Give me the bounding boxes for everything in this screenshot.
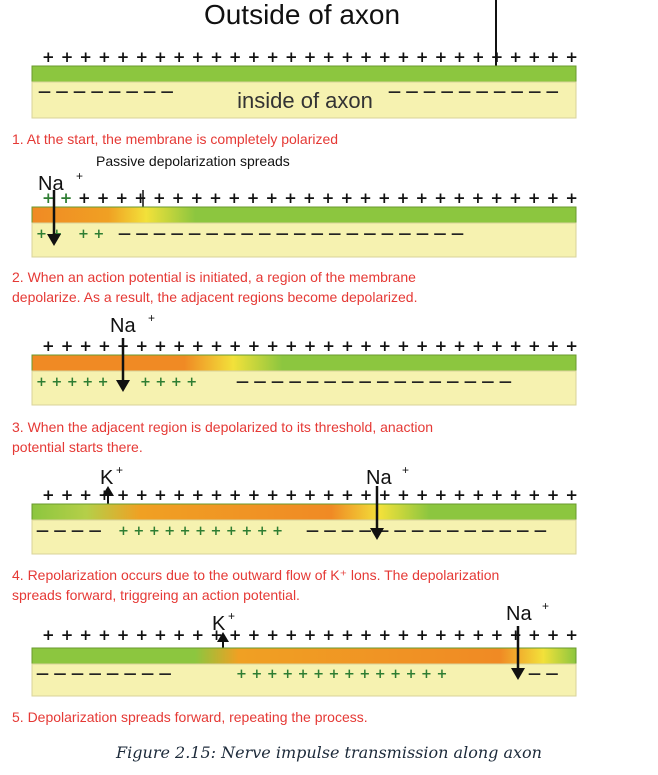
na-influx-arrow-3 bbox=[116, 338, 130, 392]
na-text-2: Na bbox=[38, 173, 64, 195]
svg-text:+ +: + + bbox=[78, 227, 104, 242]
k-label-5: K + bbox=[212, 609, 235, 635]
k-text-5: K bbox=[212, 613, 226, 635]
svg-text:— — — — — — — — — — — — — — —: — — — — — — — — — — — — — — — — bbox=[236, 375, 512, 390]
k-plus-4: + bbox=[116, 463, 123, 477]
inside-signs-row-2: + + + + — — — — — — — — — — — — — — — — … bbox=[36, 227, 464, 242]
svg-text:+ + + + + + + + + + + + + + +: + + + + + + + + + + + + + + + + + + + + … bbox=[42, 337, 578, 355]
svg-text:+ + + + + + + + + + + + + + +: + + + + + + + + + + + + + + + + + + + + … bbox=[42, 486, 578, 504]
svg-text:+ + + + + + + + + + + + + + +: + + + + + + + + + + + + + + + + + + + + … bbox=[42, 626, 578, 644]
step-5-text: 5. Depolarization spreads forward, repea… bbox=[12, 709, 368, 725]
step-4-line-2: spreads forward, triggreing an action po… bbox=[12, 587, 300, 603]
inside-signs-row-4: — — — — + + + + + + + + + + + — — — — — … bbox=[36, 524, 547, 539]
svg-text:— — — — — — — —: — — — — — — — — bbox=[38, 85, 174, 100]
outside-signs-row-5: + + + + + + + + + + + + + + + + + + + + … bbox=[42, 626, 578, 644]
step-3-line-1: 3. When the adjacent region is depolariz… bbox=[12, 419, 433, 435]
membrane-1 bbox=[31, 65, 577, 83]
membrane-4 bbox=[31, 503, 577, 521]
svg-text:— — — — — — — — — — — — — —: — — — — — — — — — — — — — — bbox=[306, 524, 547, 539]
na-label-5: Na + bbox=[506, 599, 549, 625]
outside-signs-row-3: + + + + + + + + + + + + + + + + + + + + … bbox=[42, 337, 578, 355]
k-plus-5: + bbox=[228, 609, 235, 623]
svg-text:— — — — — — — —: — — — — — — — — bbox=[36, 667, 172, 682]
axoplasm-4 bbox=[31, 519, 577, 555]
outside-axon-label: Outside of axon bbox=[204, 0, 400, 30]
na-plus-4: + bbox=[402, 463, 409, 477]
svg-text:+ + + + + + + + + + +: + + + + + + + + + + + bbox=[118, 524, 283, 539]
na-plus-5: + bbox=[542, 599, 549, 613]
step-2-line-1: 2. When an action potential is initiated… bbox=[12, 269, 416, 285]
axoplasm-5 bbox=[31, 663, 577, 697]
step-2-line-2: depolarize. As a result, the adjacent re… bbox=[12, 289, 417, 305]
inside-signs-row-1: — — — — — — — — — — — — — — — — — — bbox=[38, 85, 559, 100]
na-plus-2: + bbox=[76, 169, 83, 183]
membrane-5 bbox=[31, 647, 577, 665]
na-plus-3: + bbox=[148, 311, 155, 325]
outside-signs-row-4: + + + + + + + + + + + + + + + + + + + + … bbox=[42, 486, 578, 504]
svg-text:+ + + + + + + + + + + + + +: + + + + + + + + + + + + + + bbox=[236, 667, 447, 682]
na-influx-arrow-5 bbox=[511, 626, 525, 680]
membrane-3 bbox=[31, 354, 577, 372]
svg-text:+ + + + +: + + + + + bbox=[36, 375, 109, 390]
membrane-2 bbox=[31, 206, 577, 224]
svg-text:— — — —: — — — — bbox=[36, 524, 102, 539]
inside-signs-row-5: — — — — — — — — + + + + + + + + + + + + … bbox=[36, 667, 559, 682]
inside-signs-row-3: + + + + + + + + + — — — — — — — — — — — … bbox=[36, 375, 512, 390]
step-4-line-1: 4. Repolarization occurs due to the outw… bbox=[12, 567, 499, 583]
figure-caption: Figure 2.15: Nerve impulse transmission … bbox=[116, 743, 542, 762]
svg-text:— — — — — — — — — — — — — — —: — — — — — — — — — — — — — — — — — — — — bbox=[118, 227, 464, 242]
inside-axon-label: inside of axon bbox=[237, 88, 373, 113]
svg-text:— —: — — bbox=[528, 667, 559, 682]
na-text-3: Na bbox=[110, 315, 136, 337]
svg-text:+ +: + + bbox=[42, 189, 72, 207]
svg-text:+ + + + + + + + + + + + + + +: + + + + + + + + + + + + + + + + + + + + … bbox=[42, 48, 578, 66]
k-label-4: K + bbox=[100, 463, 123, 489]
na-text-4: Na bbox=[366, 467, 392, 489]
axoplasm-1 bbox=[31, 81, 577, 119]
svg-text:— — — — — — — — — —: — — — — — — — — — — bbox=[388, 85, 559, 100]
na-label-3: Na + bbox=[110, 311, 155, 337]
na-label-4: Na + bbox=[366, 463, 409, 489]
outside-signs-row-2: + + + + + + + + + + + + + + + + + + + + … bbox=[42, 189, 578, 207]
passive-depolarization-label: Passive depolarization spreads bbox=[96, 153, 290, 169]
axoplasm-2 bbox=[31, 222, 577, 258]
outside-signs-row-1: + + + + + + + + + + + + + + + + + + + + … bbox=[42, 48, 578, 66]
k-text-4: K bbox=[100, 467, 114, 489]
na-text-5: Na bbox=[506, 603, 532, 625]
step-3-line-2: potential starts there. bbox=[12, 439, 143, 455]
step-1-text: 1. At the start, the membrane is complet… bbox=[12, 131, 338, 147]
svg-text:+ + + + + + + + + + + + + + +: + + + + + + + + + + + + + + + + + + + + … bbox=[78, 189, 578, 207]
svg-text:+ + + +: + + + + bbox=[140, 375, 197, 390]
na-label-2: Na + bbox=[38, 169, 83, 195]
na-influx-arrow-2 bbox=[47, 190, 61, 246]
na-influx-arrow-4 bbox=[370, 486, 384, 540]
